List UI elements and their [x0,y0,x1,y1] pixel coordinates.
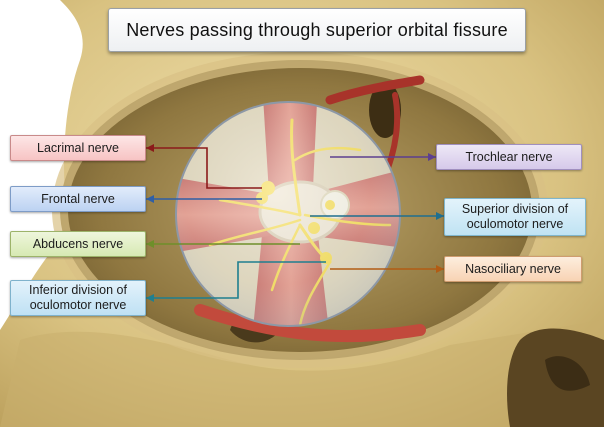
label-trochlear-text: Trochlear nerve [465,150,552,165]
magnifier-lens [176,102,400,326]
label-superior-division-oculomotor: Superior division of oculomotor nerve [444,198,586,236]
label-superior-line2: oculomotor nerve [467,217,564,232]
diagram-title: Nerves passing through superior orbital … [108,8,526,52]
label-abducens-nerve: Abducens nerve [10,231,146,257]
label-nasociliary-nerve: Nasociliary nerve [444,256,582,282]
label-lacrimal-text: Lacrimal nerve [37,141,119,156]
label-superior-line1: Superior division of [462,202,568,217]
label-abducens-text: Abducens nerve [33,237,123,252]
label-inferior-division-oculomotor: Inferior division of oculomotor nerve [10,280,146,316]
label-inferior-line2: oculomotor nerve [30,298,127,313]
label-frontal-text: Frontal nerve [41,192,115,207]
label-inferior-line1: Inferior division of [29,283,127,298]
label-frontal-nerve: Frontal nerve [10,186,146,212]
label-lacrimal-nerve: Lacrimal nerve [10,135,146,161]
label-nasociliary-text: Nasociliary nerve [465,262,561,277]
label-trochlear-nerve: Trochlear nerve [436,144,582,170]
